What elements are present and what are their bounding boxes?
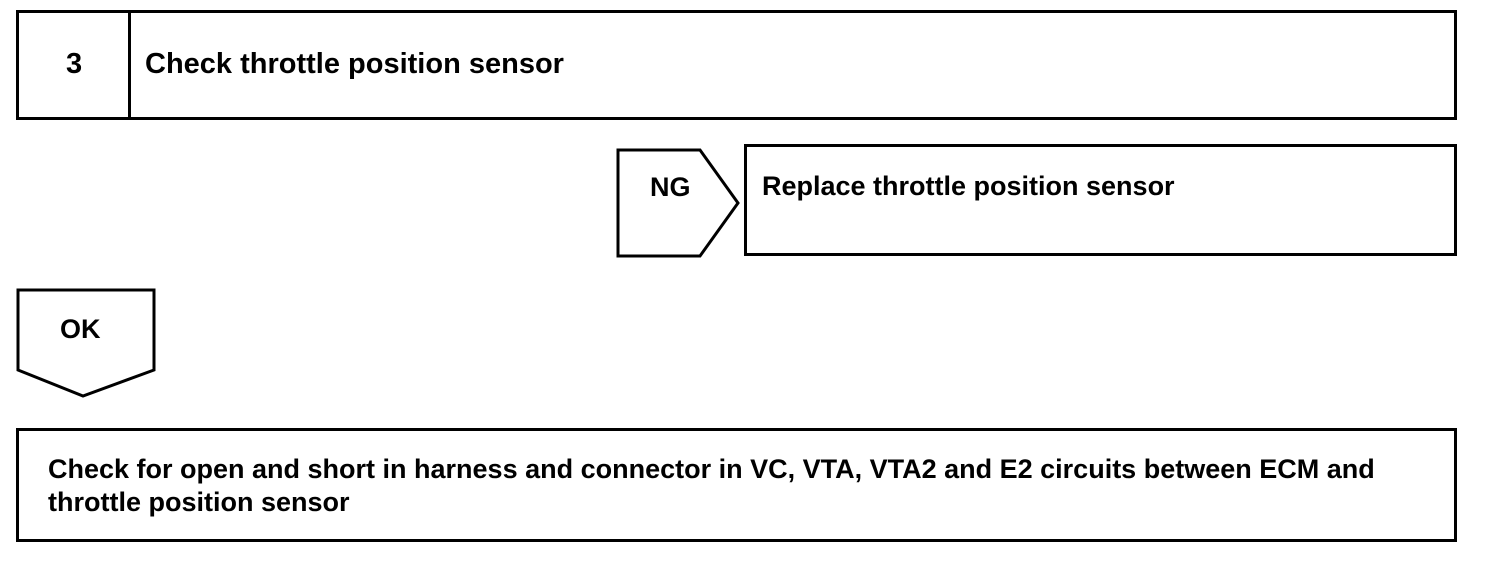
step-header-box: [16, 10, 1457, 120]
ng-label: NG: [650, 172, 691, 202]
step-title: Check throttle position sensor: [145, 48, 564, 80]
step-number: 3: [66, 48, 83, 80]
replace-action-box: [744, 144, 1457, 256]
replace-action-text: Replace throttle position sensor: [762, 171, 1175, 201]
step-divider: [128, 10, 131, 120]
ok-label: OK: [60, 314, 101, 344]
next-check-box: [16, 428, 1457, 542]
next-check-text: Check for open and short in harness and …: [48, 454, 1375, 517]
